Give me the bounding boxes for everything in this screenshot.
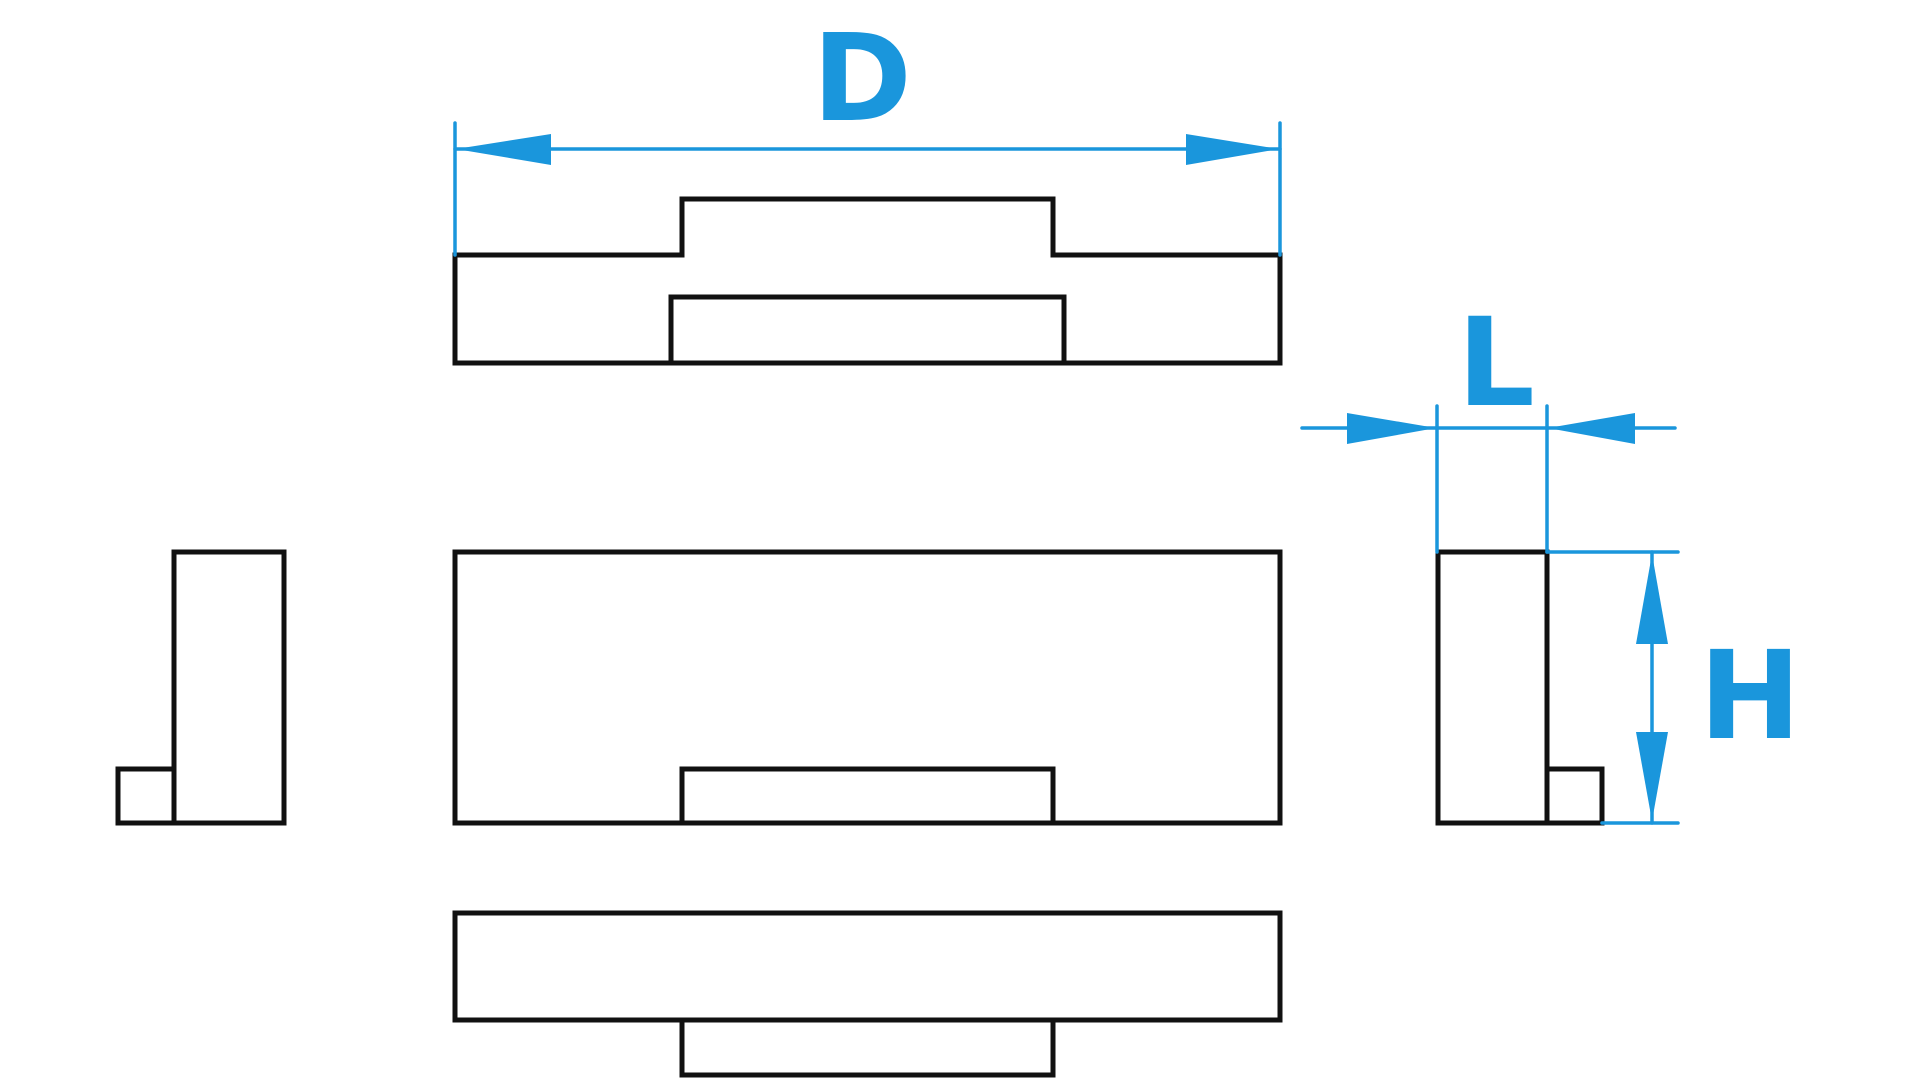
left-side-view: [115, 549, 287, 826]
dimension-label-l: L: [1457, 292, 1535, 434]
bottom-view-tab: [679, 1017, 1056, 1078]
bottom-view-body: [452, 910, 1283, 1023]
arrow-left-icon: [456, 134, 551, 165]
right-side-body: [1435, 549, 1550, 826]
front-view-inner-slot: [679, 766, 1056, 826]
bottom-view: [452, 910, 1283, 1078]
top-view-inner-slot: [668, 294, 1067, 366]
dimension-label-h: H: [1699, 625, 1801, 767]
arrow-right-icon: [1347, 413, 1436, 444]
top-view: [452, 196, 1283, 366]
top-view-outline: [452, 196, 1283, 366]
left-side-body: [171, 549, 287, 826]
dimension-h: H: [1545, 550, 1801, 825]
dimension-label-d: D: [812, 10, 912, 149]
left-side-tab: [115, 766, 177, 826]
dimension-d: D: [453, 10, 1282, 257]
arrow-right-icon: [1186, 134, 1279, 165]
front-view: [452, 549, 1283, 826]
dimension-l: L: [1300, 292, 1677, 554]
right-side-tab: [1544, 766, 1605, 826]
arrow-up-icon: [1636, 554, 1668, 644]
arrow-left-icon: [1548, 413, 1635, 444]
right-side-view: [1435, 549, 1605, 826]
arrow-down-icon: [1636, 732, 1668, 821]
front-view-body: [452, 549, 1283, 826]
